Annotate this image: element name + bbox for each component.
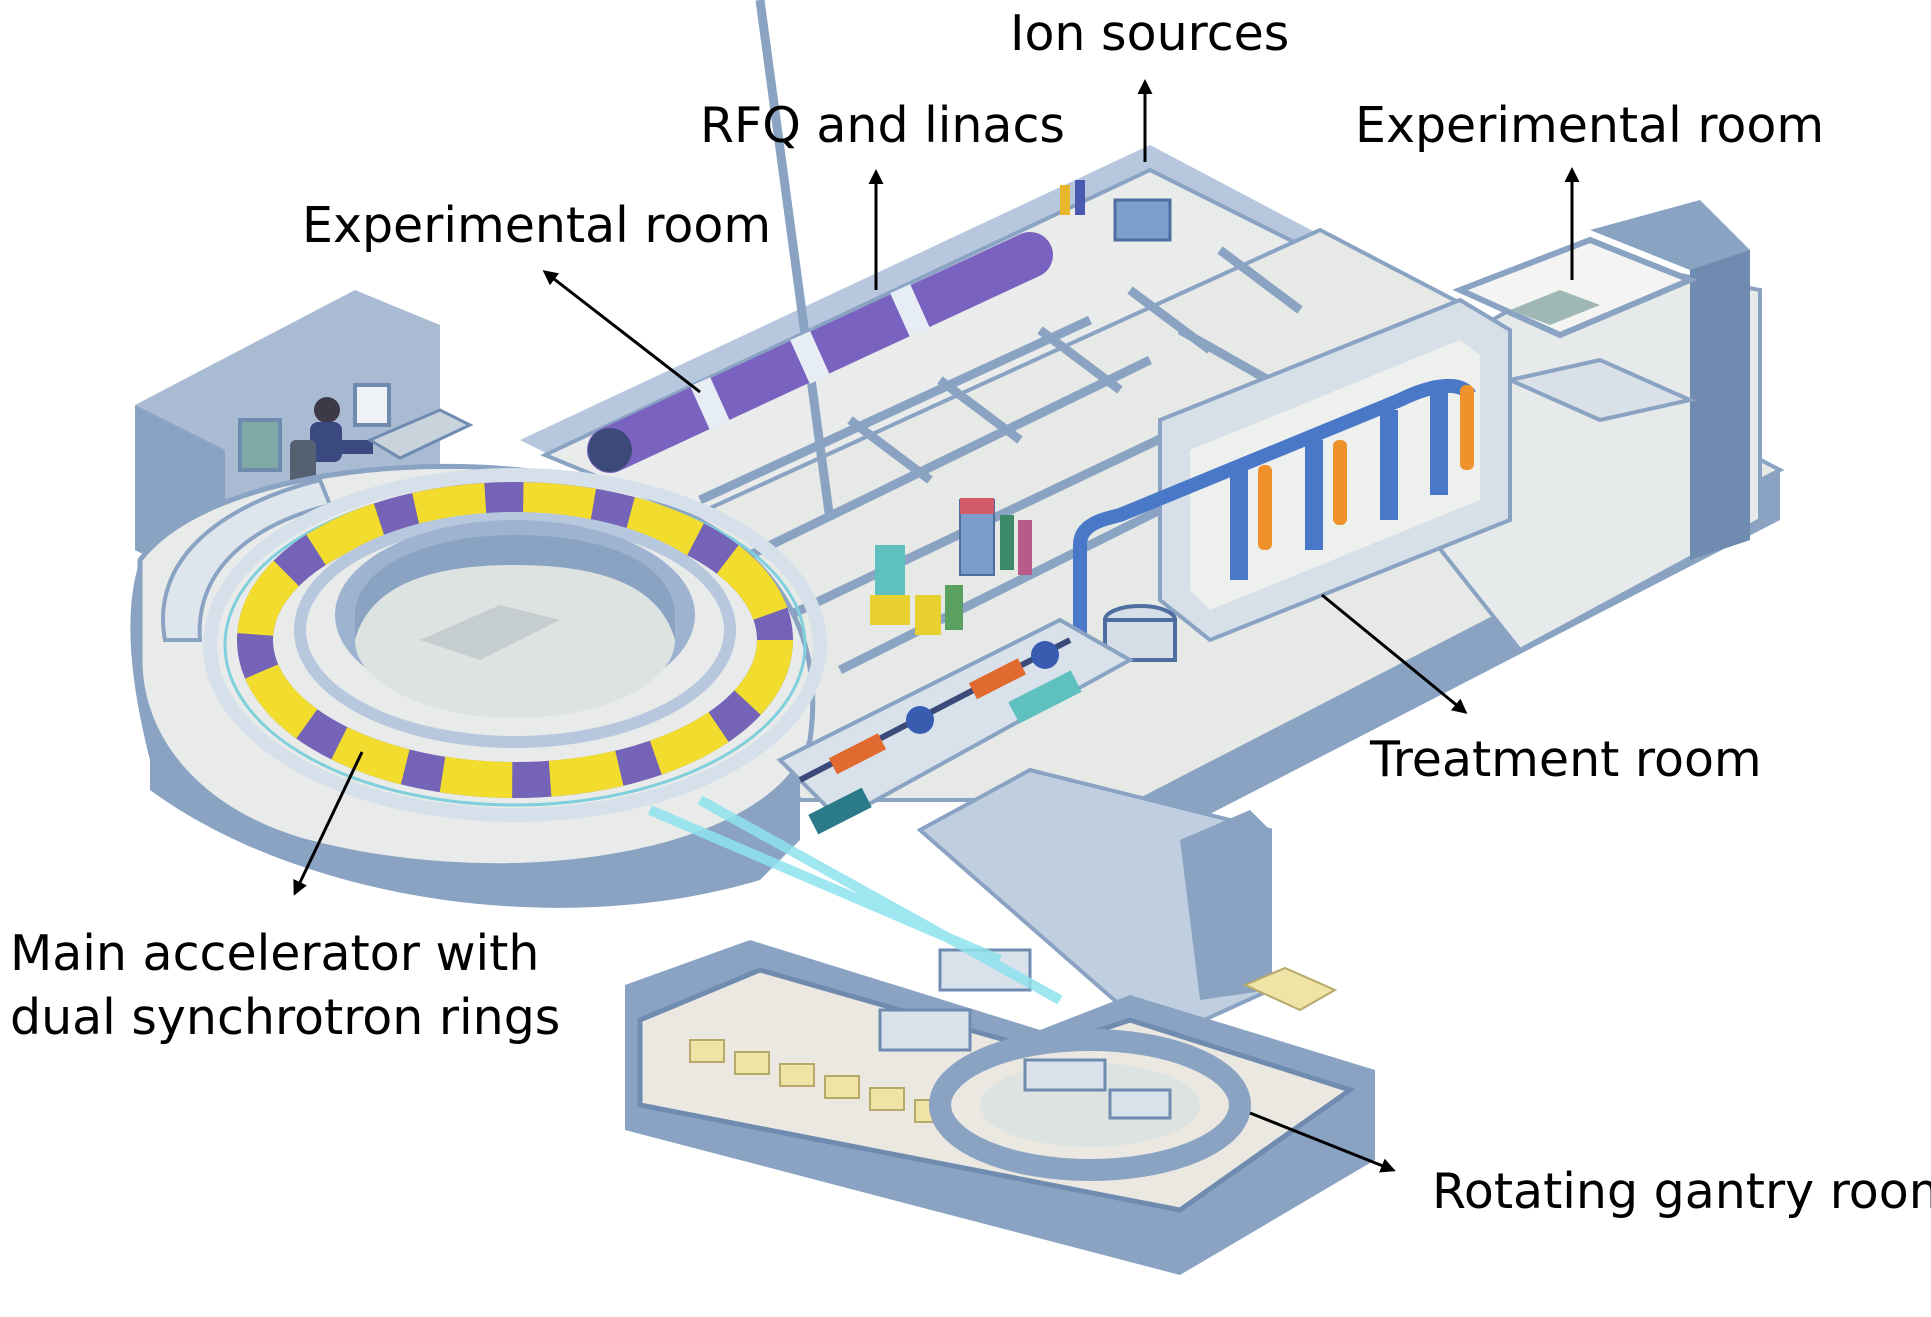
gantry-building bbox=[625, 767, 1375, 1275]
label-exp-room-left: Experimental room bbox=[302, 197, 772, 254]
ring-well-inner-wall bbox=[355, 535, 675, 640]
magnet-ring-yellow bbox=[237, 482, 793, 798]
control-screen-1 bbox=[238, 418, 282, 472]
label-treatment-room: Treatment room bbox=[1370, 731, 1762, 788]
linac-tube bbox=[587, 232, 1053, 473]
treatment-equipment bbox=[1073, 378, 1476, 662]
label-ion-sources: Ion sources bbox=[1010, 5, 1290, 62]
right-tower-face bbox=[1690, 250, 1750, 560]
label-main-accel-line1: Main accelerator with bbox=[10, 925, 540, 982]
inner-ring-track bbox=[294, 512, 736, 748]
label-rfq-linacs: RFQ and linacs bbox=[700, 97, 1065, 154]
control-screen-2 bbox=[353, 383, 391, 427]
arrow-main-accel bbox=[293, 751, 364, 896]
gantry-tall-block bbox=[1180, 810, 1270, 1000]
beam-pipe-blue bbox=[1073, 378, 1476, 640]
arrow-exp-room-left bbox=[542, 270, 701, 394]
ion-source-box bbox=[1113, 198, 1172, 242]
beam-lines bbox=[648, 795, 1063, 1005]
right-wing-platform bbox=[1503, 357, 1697, 423]
linac-end-cap bbox=[588, 428, 632, 472]
rotating-gantry-ring bbox=[929, 1029, 1251, 1181]
gantry-panels bbox=[689, 966, 1338, 1123]
beam-transport bbox=[776, 617, 1135, 835]
callout-arrows bbox=[293, 79, 1580, 1173]
label-main-accel-line2: dual synchrotron rings bbox=[10, 989, 561, 1046]
label-gantry-room: Rotating gantry room bbox=[1432, 1163, 1931, 1220]
transport-corridor bbox=[776, 617, 1135, 823]
operator-figure bbox=[290, 397, 373, 485]
arrow-gantry-room bbox=[1249, 1111, 1396, 1173]
outer-curved-wall bbox=[161, 477, 333, 642]
equipment bbox=[870, 498, 1032, 635]
outer-ring-track bbox=[203, 468, 827, 822]
label-exp-room-right: Experimental room bbox=[1355, 97, 1825, 154]
exp-room-right-floor bbox=[1510, 290, 1600, 325]
rfq-linac bbox=[587, 180, 1172, 473]
control-desk bbox=[366, 408, 474, 460]
ring-well-ramp bbox=[420, 605, 560, 660]
arrow-treatment-room bbox=[1321, 593, 1468, 714]
dual-synchrotron-rings bbox=[203, 468, 827, 822]
